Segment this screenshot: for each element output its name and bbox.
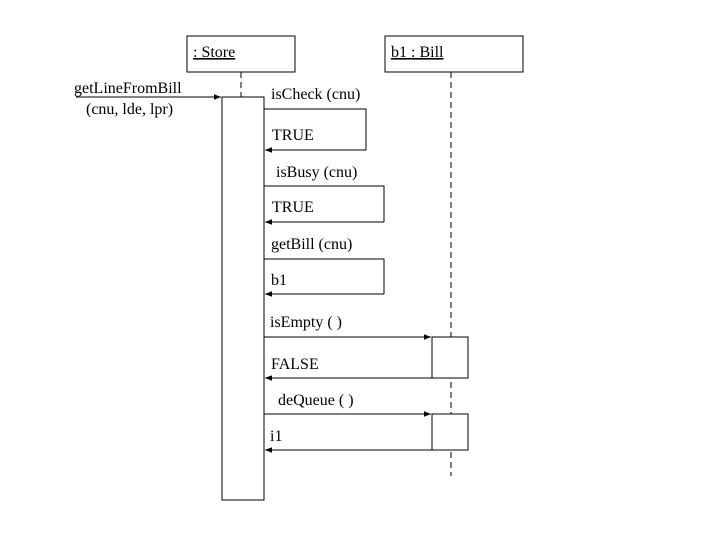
is-check-label: isCheck (cnu) bbox=[271, 86, 360, 103]
bill-object[interactable]: b1 : Bill bbox=[384, 35, 524, 73]
store-object[interactable]: : Store bbox=[186, 35, 296, 73]
is-empty-return-label: FALSE bbox=[271, 356, 319, 373]
store-object-label: : Store bbox=[193, 44, 235, 61]
bill-activation-2 bbox=[431, 413, 469, 451]
incoming-message-label-line1: getLineFromBill bbox=[74, 80, 182, 97]
de-queue-label: deQueue ( ) bbox=[278, 392, 354, 409]
is-check-return-label: TRUE bbox=[272, 127, 314, 144]
message-de-queue[interactable]: deQueue ( ) i1 bbox=[264, 392, 432, 453]
message-is-empty[interactable]: isEmpty ( ) FALSE bbox=[264, 314, 432, 381]
message-is-check[interactable]: isCheck (cnu) TRUE bbox=[264, 86, 367, 153]
message-get-bill[interactable]: getBill (cnu) b1 bbox=[264, 236, 385, 297]
is-busy-label: isBusy (cnu) bbox=[276, 164, 357, 181]
de-queue-return-label: i1 bbox=[270, 428, 282, 445]
is-empty-label: isEmpty ( ) bbox=[270, 314, 342, 331]
incoming-message[interactable]: getLineFromBill (cnu, lde, lpr) bbox=[74, 80, 221, 118]
message-is-busy[interactable]: isBusy (cnu) TRUE bbox=[264, 164, 385, 225]
get-bill-label: getBill (cnu) bbox=[271, 236, 352, 253]
store-activation-bar bbox=[221, 96, 265, 501]
get-bill-return-label: b1 bbox=[271, 272, 287, 289]
bill-activation-1 bbox=[431, 336, 469, 379]
incoming-message-label-line2: (cnu, lde, lpr) bbox=[86, 101, 173, 118]
bill-object-label: b1 : Bill bbox=[391, 44, 444, 61]
is-busy-return-label: TRUE bbox=[272, 199, 314, 216]
